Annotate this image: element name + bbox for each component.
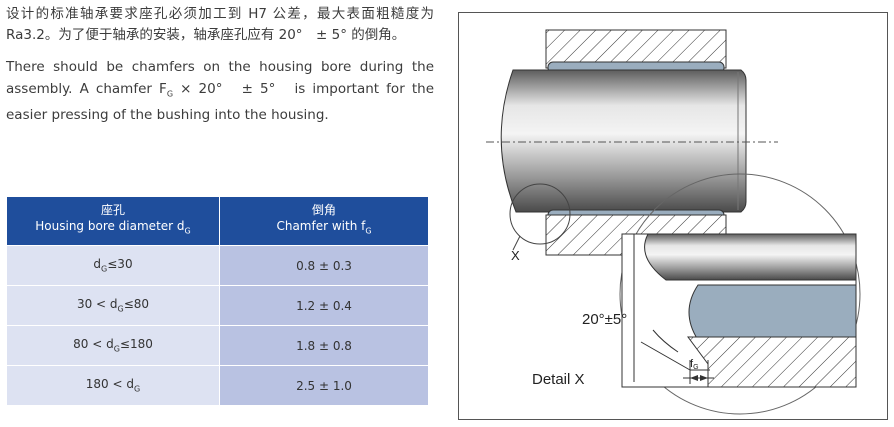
shaft <box>500 69 747 213</box>
paragraph-english: There should be chamfers on the housing … <box>6 59 435 123</box>
label-x: X <box>511 248 520 263</box>
chamfer-diagram: X 20°±5° fG Detail X <box>458 12 888 420</box>
text-column: 设计的标准轴承要求座孔必须加工到 H7 公差，最大表面粗糙度为 Ra3.2。为了… <box>6 4 434 126</box>
detail-view <box>622 234 856 387</box>
table-row: dG≤30 0.8 ± 0.3 <box>6 245 429 286</box>
detail-circle-large <box>619 173 861 415</box>
chamfer-table: 座孔 Housing bore diameter dG 倒角 Chamfer w… <box>6 196 429 406</box>
angle-label: 20°±5° <box>582 311 627 328</box>
detail-frame <box>621 233 857 388</box>
chamfer-value-cell: 2.5 ± 1.0 <box>219 365 429 406</box>
chamfer-value-cell: 1.8 ± 0.8 <box>219 325 429 366</box>
bore-range-cell: 80 < dG≤180 <box>6 325 220 366</box>
bore-range-cell: 30 < dG≤80 <box>6 285 220 326</box>
chamfer-value-cell: 1.2 ± 0.4 <box>219 285 429 326</box>
detail-circle-small <box>509 183 571 245</box>
detail-label: Detail X <box>532 371 585 388</box>
header-housing-bore: 座孔 Housing bore diameter dG <box>6 196 220 246</box>
table-row: 180 < dG 2.5 ± 1.0 <box>6 365 429 406</box>
chamfer-label: fG <box>690 358 699 371</box>
header-chamfer: 倒角 Chamfer with fG <box>219 196 429 246</box>
table-row: 30 < dG≤80 1.2 ± 0.4 <box>6 285 429 326</box>
chamfer-value-cell: 0.8 ± 0.3 <box>219 245 429 286</box>
bore-range-cell: 180 < dG <box>6 365 220 406</box>
table-row: 80 < dG≤180 1.8 ± 0.8 <box>6 325 429 366</box>
bore-range-cell: dG≤30 <box>6 245 220 286</box>
table-header-row: 座孔 Housing bore diameter dG 倒角 Chamfer w… <box>6 196 429 246</box>
paragraph-chinese: 设计的标准轴承要求座孔必须加工到 H7 公差，最大表面粗糙度为 Ra3.2。为了… <box>6 6 434 43</box>
